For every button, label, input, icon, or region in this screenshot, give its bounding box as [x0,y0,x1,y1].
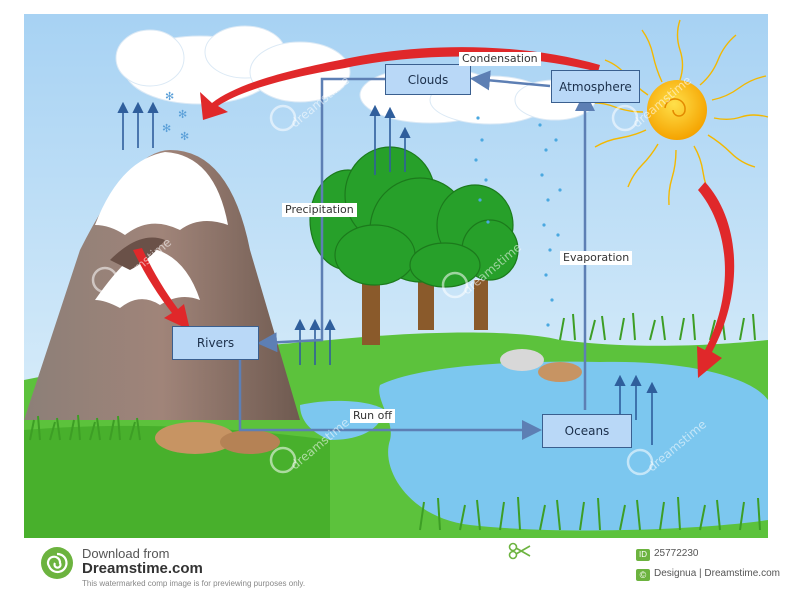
node-clouds: Clouds [385,64,471,95]
tree-group [309,146,519,345]
footer-bar: Download from Dreamstime.com This waterm… [0,538,800,600]
label-evaporation: Evaporation [560,251,633,265]
vapor-arrows [117,101,658,445]
node-oceans: Oceans [542,414,632,448]
watermark-marks [91,104,654,476]
grass-tufts [29,312,761,531]
dreamstime-logo-icon [41,547,73,579]
image-id: 25772230 [654,548,699,559]
svg-text:✻: ✻ [162,122,171,135]
rock-left [155,422,235,454]
rain-drops [474,116,562,327]
rock-lake [500,349,544,371]
red-arrows [133,47,735,378]
site-name: Dreamstime.com [82,560,203,577]
id-badge: ID [636,549,650,561]
label-run-off: Run off [350,409,395,423]
credit-text: Designua | Dreamstime.com [654,568,780,579]
snowflakes: ✻ ✻ ✻ ✻ [162,90,189,143]
preview-notice: This watermarked comp image is for previ… [82,579,306,588]
node-atmosphere: Atmosphere [551,70,640,103]
credit-badge: © [636,569,650,581]
label-precipitation: Precipitation [282,203,357,217]
svg-text:✻: ✻ [180,130,189,143]
sun [647,80,707,140]
scissors-icon [508,542,531,560]
svg-text:✻: ✻ [178,108,187,121]
download-from-text: Download from [82,546,170,561]
label-condensation: Condensation [459,52,541,66]
svg-text:✻: ✻ [165,90,174,103]
node-rivers: Rivers [172,326,259,360]
